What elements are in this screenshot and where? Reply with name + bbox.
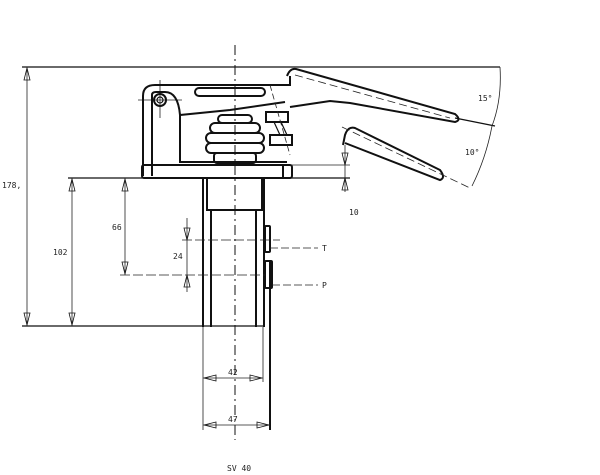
dimension-base-height-label: 102 (53, 248, 68, 257)
angle-upper-label: 15° (478, 94, 492, 103)
valve-body (202, 178, 271, 430)
dimension-total-height (23, 67, 31, 326)
adjustment-screw (265, 84, 293, 156)
dimension-lever-offset (290, 145, 350, 192)
dimension-port-spacing-label: 24 (173, 252, 183, 261)
port-t-fitting (264, 225, 271, 253)
lever-lower (341, 126, 471, 189)
port-t-label: T (322, 244, 327, 253)
dimension-base-height (68, 178, 76, 326)
dimension-outer-width-label: 47 (228, 415, 238, 424)
pivot-pin-inner (156, 96, 164, 104)
angle-lower-label: 10° (465, 148, 479, 157)
port-p-label: P (322, 281, 327, 290)
bellows-boot (205, 114, 265, 164)
dimension-inner-width-label: 42 (228, 368, 238, 377)
drawing-title: SV 40 (227, 464, 251, 473)
dimension-outer-width (203, 421, 270, 429)
dimension-lever-offset-label: 10 (349, 208, 359, 217)
dimension-inner-width (202, 327, 264, 430)
lever-upper (286, 67, 496, 127)
pivot-pin (153, 93, 167, 107)
angle-arc (471, 66, 501, 187)
dimension-port-t-height (121, 178, 129, 275)
dimension-port-spacing (183, 218, 191, 292)
port-p-fitting (264, 260, 273, 289)
dimension-port-t-height-label: 66 (112, 223, 122, 232)
dimension-total-height-label: 178, (2, 181, 21, 190)
